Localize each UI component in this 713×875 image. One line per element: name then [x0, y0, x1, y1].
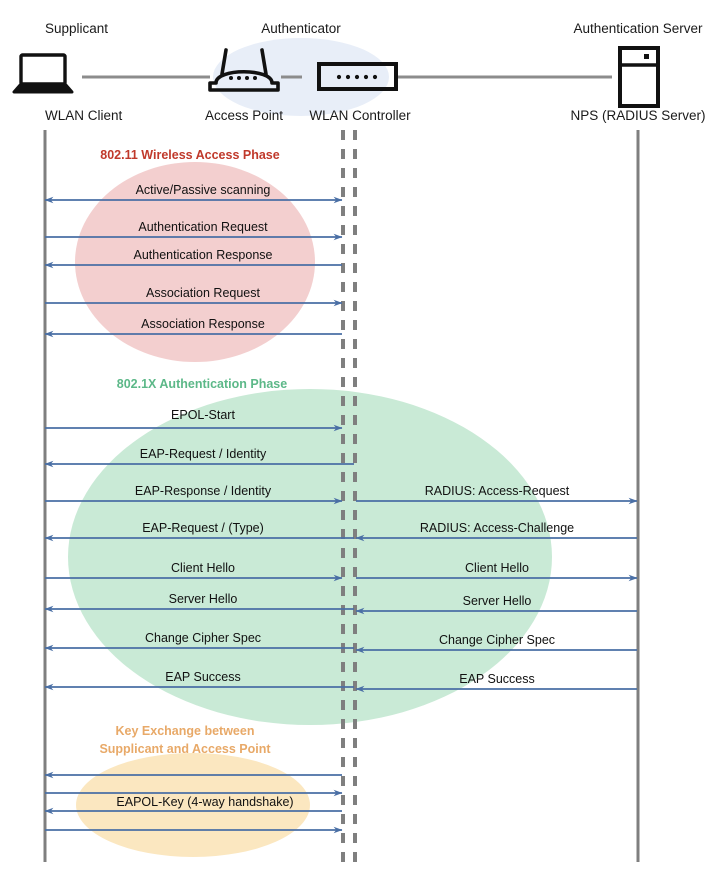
message-label: Active/Passive scanning: [136, 183, 271, 197]
message-label: RADIUS: Access-Request: [425, 484, 570, 498]
message-label: Server Hello: [463, 594, 532, 608]
message-label: Association Request: [146, 286, 260, 300]
phase-label-dot1x: 802.1X Authentication Phase: [117, 377, 287, 391]
message-label: Association Response: [141, 317, 265, 331]
message-label: RADIUS: Access-Challenge: [420, 521, 574, 535]
message-label: Authentication Response: [134, 248, 273, 262]
phase-label-key-exchange-line2: Supplicant and Access Point: [99, 742, 271, 756]
actor-name-access-point: Access Point: [205, 108, 283, 123]
message-label: EAP Success: [165, 670, 241, 684]
phase-ellipse-key-exchange: [76, 753, 310, 857]
actor-name-nps-radius-server: NPS (RADIUS Server): [570, 108, 705, 123]
message-label: EAP-Response / Identity: [135, 484, 272, 498]
message-label: EAP-Request / Identity: [140, 447, 267, 461]
message-label: Client Hello: [465, 561, 529, 575]
message-group-dot1x-left: EPOL-Start EAP-Request / Identity EAP-Re…: [44, 408, 354, 691]
message-group-key-exchange: EAPOL-Key (4-way handshake): [44, 771, 343, 834]
message-label: Change Cipher Spec: [145, 631, 261, 645]
actor-name-wlan-client: WLAN Client: [45, 108, 123, 123]
phase-label-wireless-access: 802.11 Wireless Access Phase: [100, 148, 279, 162]
network-switch-icon: [317, 62, 398, 91]
message-label: Authentication Request: [138, 220, 268, 234]
server-rack-icon: [618, 46, 660, 108]
actor-role-authenticator: Authenticator: [261, 21, 341, 36]
message-group-dot1x-right: RADIUS: Access-Request RADIUS: Access-Ch…: [355, 484, 638, 693]
message-label: Client Hello: [171, 561, 235, 575]
message-label: EAPOL-Key (4-way handshake): [116, 795, 293, 809]
actor-name-wlan-controller: WLAN Controller: [309, 108, 411, 123]
message-label: EPOL-Start: [171, 408, 235, 422]
message-label: Server Hello: [169, 592, 238, 606]
message-label: EAP Success: [459, 672, 535, 686]
message-label: EAP-Request / (Type): [142, 521, 264, 535]
wireless-router-icon: [208, 48, 280, 92]
laptop-icon: [12, 53, 74, 94]
actor-role-supplicant: Supplicant: [45, 21, 108, 36]
phase-ellipse-wireless-access: [75, 162, 315, 362]
message-label: Change Cipher Spec: [439, 633, 555, 647]
message-group-wireless-access: Active/Passive scanning Authentication R…: [44, 183, 343, 338]
phase-ellipse-dot1x: [68, 389, 552, 725]
actor-role-authentication-server: Authentication Server: [573, 21, 703, 36]
phase-label-key-exchange-line1: Key Exchange between: [116, 724, 255, 738]
